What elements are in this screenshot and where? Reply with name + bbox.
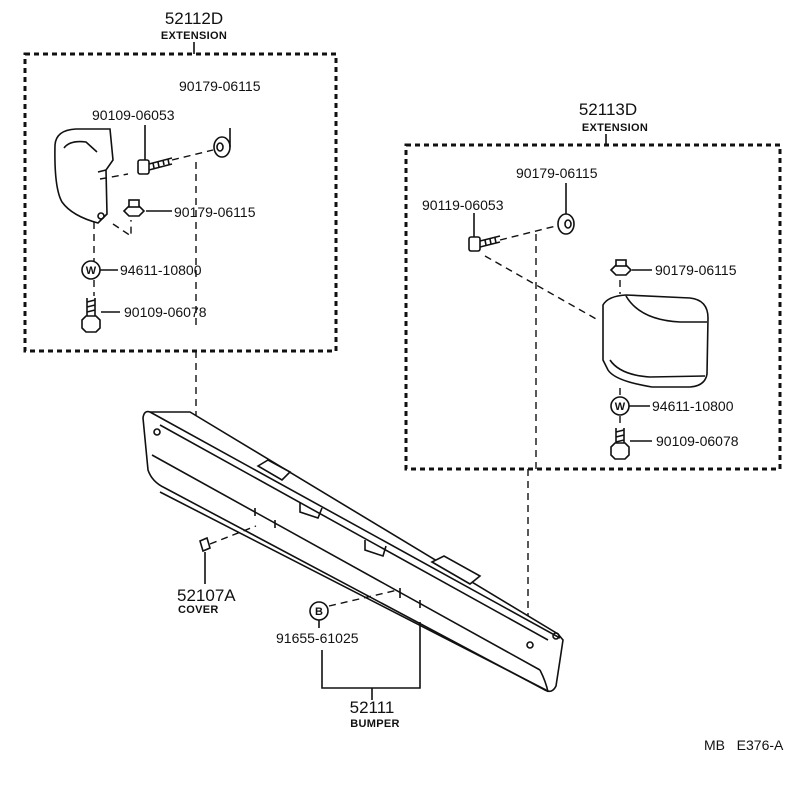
left-extension-group-box [23,52,338,353]
right-extension-group-box [404,143,782,471]
right-group-number: 52113D [579,100,637,119]
left-washer-top [213,136,231,158]
part-number: 90179-06115 [516,165,598,181]
part-number: 91655-61025 [276,630,359,646]
left-extension-part [54,128,114,224]
part-number: 90179-06115 [655,262,737,278]
bumper-name: BUMPER [350,718,399,730]
svg-text:B: B [315,606,323,618]
left-group-name: EXTENSION [161,30,227,42]
svg-text:W: W [615,401,626,413]
left-bolt [137,157,173,175]
cover-part [199,536,211,553]
left-bottom-bolt [81,298,101,333]
cover-name: COVER [178,604,219,616]
part-number: 90109-06053 [92,107,175,123]
part-number: 94611-10800 [120,262,202,278]
svg-text:W: W [86,265,97,277]
right-nut [609,259,633,276]
left-nut [122,199,146,217]
part-number: 90119-06053 [422,197,504,213]
part-number: 90109-06078 [124,304,207,320]
bumper-bracket-leader [321,622,421,689]
part-number: 90109-06078 [656,433,739,449]
right-bolt [468,235,501,252]
left-group-number: 52112D [165,9,223,28]
cover-number: 52107A [177,586,236,605]
part-number: 94611-10800 [652,398,734,414]
bumper-bolt-b-icon: B [309,601,329,621]
diagram-code: MB E376-A [704,737,784,753]
bumper-part [142,410,564,693]
bumper-number: 52111 [350,698,395,717]
right-washer-w-icon: W [610,396,630,416]
left-washer-w-icon: W [81,260,101,280]
right-group-name: EXTENSION [582,122,648,134]
right-bottom-bolt [610,428,630,460]
part-number: 90179-06115 [174,204,256,220]
cover-guide [209,525,257,545]
right-extension-part [602,294,709,388]
right-washer-top [557,213,575,235]
part-number: 90179-06115 [179,78,261,94]
